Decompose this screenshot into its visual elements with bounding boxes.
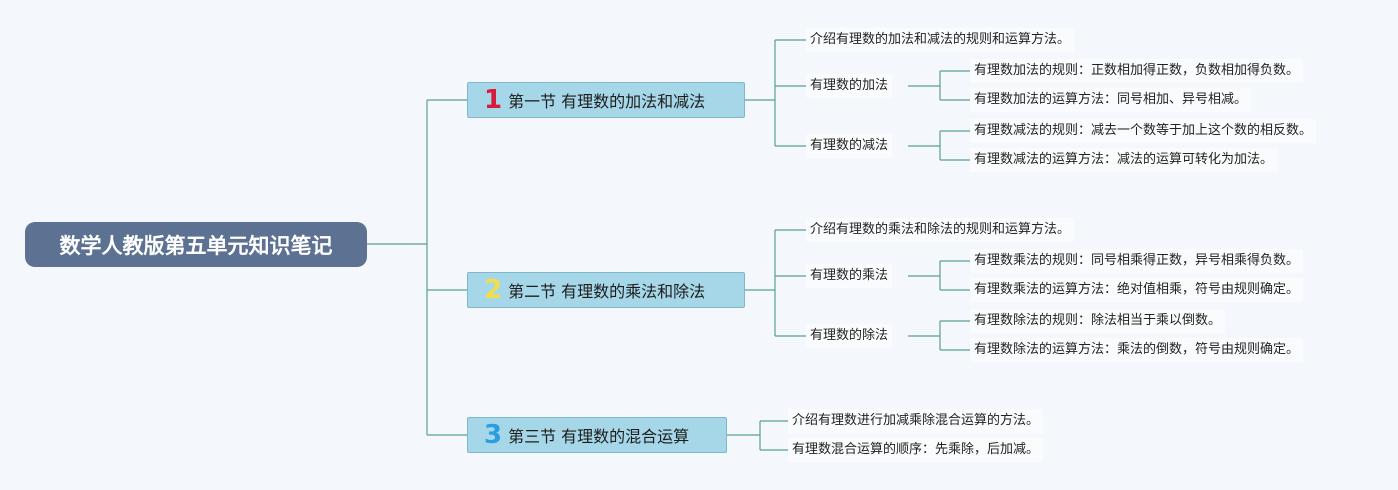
root-node[interactable]: 数学人教版第五单元知识笔记: [25, 222, 367, 267]
badge-1-icon: 1: [484, 85, 503, 115]
section-1-group-2-item-1[interactable]: 有理数减法的规则：减去一个数等于加上这个数的相反数。: [970, 119, 1317, 143]
section-2-group-1-item-1[interactable]: 有理数乘法的规则：同号相乘得正数，异号相乘得负数。: [970, 249, 1304, 273]
section-3-node[interactable]: 3 第三节 有理数的混合运算: [467, 417, 727, 453]
section-1-group-1-item-1[interactable]: 有理数加法的规则：正数相加得正数，负数相加得负数。: [970, 59, 1304, 83]
section-1-title: 第一节 有理数的加法和减法: [508, 92, 706, 111]
connector-s1-g1: [908, 70, 970, 101]
badge-2-icon: 2: [484, 275, 503, 305]
section-2-group-1-item-2[interactable]: 有理数乘法的运算方法：绝对值相乘，符号由规则确定。: [970, 278, 1304, 302]
connector-root: [367, 99, 467, 436]
section-1-group-2[interactable]: 有理数的减法: [806, 134, 893, 158]
section-2-intro[interactable]: 介绍有理数的乘法和除法的规则和运算方法。: [806, 218, 1075, 242]
badge-3-icon: 3: [484, 420, 503, 450]
connector-s2: [745, 229, 806, 337]
connector-s3: [727, 420, 788, 451]
section-2-title: 第二节 有理数的乘法和除法: [508, 282, 706, 301]
connector-s1: [745, 39, 806, 147]
section-1-group-2-item-2[interactable]: 有理数减法的运算方法：减法的运算可转化为加法。: [970, 148, 1278, 172]
connector-s2-g2: [908, 320, 970, 351]
section-1-group-1[interactable]: 有理数的加法: [806, 74, 893, 98]
section-3-title: 第三节 有理数的混合运算: [508, 427, 690, 446]
root-title: 数学人教版第五单元知识笔记: [59, 233, 333, 258]
section-2-group-2-item-1[interactable]: 有理数除法的规则：除法相当于乘以倒数。: [970, 309, 1226, 333]
section-2-group-1[interactable]: 有理数的乘法: [806, 264, 893, 288]
section-3-item-2[interactable]: 有理数混合运算的顺序：先乘除，后加减。: [788, 438, 1044, 462]
connector-s1-g2: [908, 130, 970, 161]
section-2-group-2-item-2[interactable]: 有理数除法的运算方法：乘法的倒数，符号由规则确定。: [970, 338, 1304, 362]
connector-s2-g1: [908, 260, 970, 291]
section-1-intro[interactable]: 介绍有理数的加法和减法的规则和运算方法。: [806, 28, 1075, 52]
section-1-group-1-item-2[interactable]: 有理数加法的运算方法：同号相加、异号相减。: [970, 88, 1252, 112]
section-1-node[interactable]: 1 第一节 有理数的加法和减法: [467, 82, 745, 118]
section-2-node[interactable]: 2 第二节 有理数的乘法和除法: [467, 272, 745, 308]
section-2-group-2[interactable]: 有理数的除法: [806, 324, 893, 348]
section-3-item-1[interactable]: 介绍有理数进行加减乘除混合运算的方法。: [788, 409, 1044, 433]
